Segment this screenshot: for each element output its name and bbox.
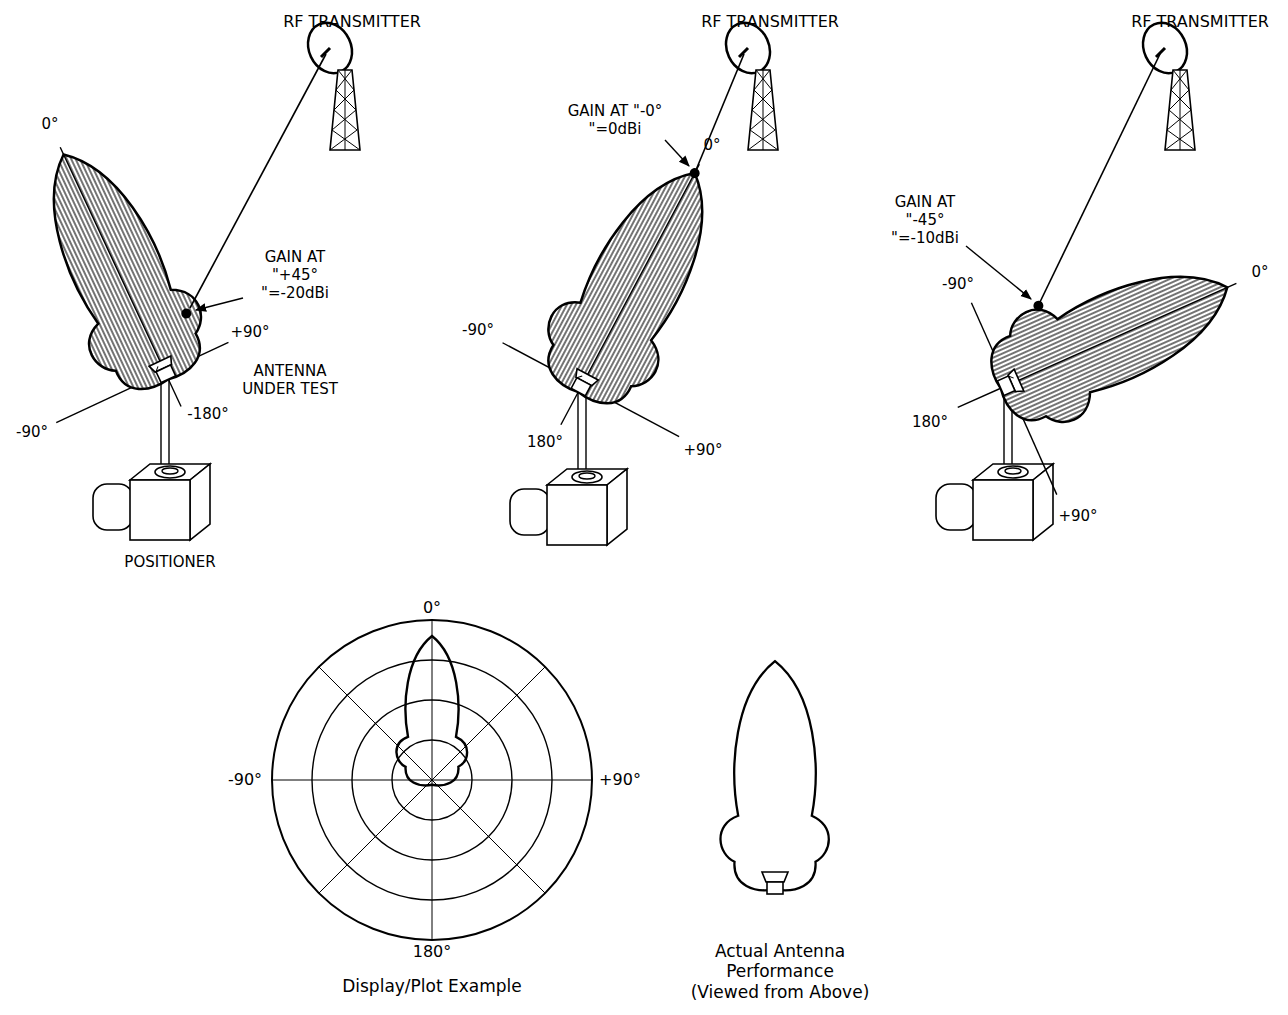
- angle-label: +90°: [230, 323, 269, 341]
- gain-callout: GAIN AT "+45° "=-20dBi: [245, 248, 345, 302]
- angle-label: +90°: [683, 441, 722, 459]
- angle-label: 0°: [423, 598, 441, 617]
- angle-label: 180°: [912, 413, 948, 431]
- angle-label: -90°: [228, 770, 262, 789]
- panel-three: [921, 54, 1285, 540]
- transmitter-label: RF TRANSMITTER: [701, 12, 839, 31]
- angle-label: +90°: [1058, 507, 1097, 525]
- angle-label: 180°: [527, 433, 563, 451]
- actual-pattern: [720, 661, 828, 894]
- angle-label: 180°: [413, 942, 452, 961]
- angle-label: 0°: [41, 115, 58, 133]
- transmitter-label: RF TRANSMITTER: [283, 12, 421, 31]
- angle-label: -90°: [16, 423, 48, 441]
- gain-callout: GAIN AT "-0° "=0dBi: [565, 102, 665, 138]
- transmitters: [300, 16, 1195, 150]
- transmitter-label: RF TRANSMITTER: [1131, 12, 1269, 31]
- caption-label: Actual Antenna Performance (Viewed from …: [690, 941, 870, 1002]
- angle-label: -90°: [462, 321, 494, 339]
- angle-label: 0°: [1251, 263, 1268, 281]
- part-label: POSITIONER: [124, 553, 215, 571]
- angle-label: -180°: [187, 405, 229, 423]
- angle-label: -90°: [942, 275, 974, 293]
- panel-two: [481, 54, 796, 545]
- gain-callout: GAIN AT "-45° "=-10dBi: [875, 193, 975, 247]
- part-label: ANTENNA UNDER TEST: [235, 362, 345, 398]
- angle-label: +90°: [599, 770, 641, 789]
- angle-label: 0°: [703, 136, 720, 154]
- caption-label: Display/Plot Example: [342, 976, 522, 996]
- polar-plot: [272, 620, 592, 940]
